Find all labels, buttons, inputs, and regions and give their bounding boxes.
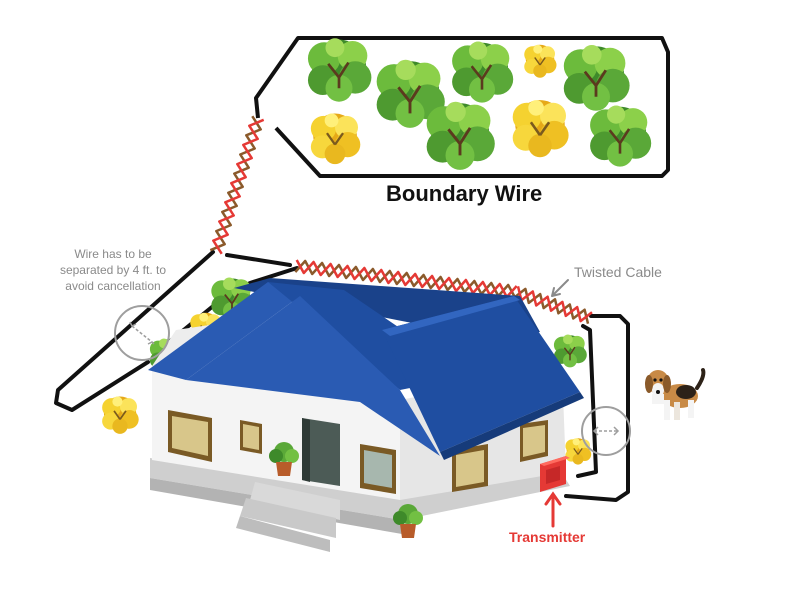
tree-icon [450,40,515,104]
tree-icon [309,112,362,166]
house-window [240,420,262,454]
potted-plant-icon [393,504,423,538]
tree-icon [588,104,653,168]
house-window [452,444,488,492]
house-roof-front [186,296,440,456]
transmitter-arrow [544,491,562,528]
twisted-cable [209,115,593,324]
tree-icon [562,43,631,113]
house-window [520,420,548,462]
tree-icon [523,44,558,79]
tree-icon [306,36,373,104]
transmitter-box-icon [540,456,570,492]
twisted-cable-strand [516,286,593,323]
twisted-cable-arrow [551,279,569,297]
house-steps [250,482,340,520]
tree-icon [425,100,497,172]
potted-plant-icon [269,442,299,476]
tree-icon [101,395,140,435]
boundary-wire-lower [225,253,292,267]
twisted-cable-strand [294,259,517,299]
separation-note-line: avoid cancellation [65,279,161,293]
twisted-cable-strand [209,115,262,252]
house-roof-left [148,282,300,380]
twisted-cable-strand [295,259,518,299]
twisted-cable-label: Twisted Cable [574,264,662,280]
separation-note-line: Wire has to be [74,247,152,261]
twisted-cable-strand [513,287,590,324]
house-window [168,410,212,462]
house-roof-right [382,296,580,452]
separation-note-line: separated by 4 ft. to [59,263,167,277]
house [148,278,584,552]
boundary-wire-title: Boundary Wire [386,181,543,206]
house-foundation [150,458,570,520]
separation-indicator [114,305,170,361]
boundary-wire [254,36,670,178]
separation-note: Wire has to be separated by 4 ft. to avo… [28,246,198,294]
house-door [302,418,340,486]
tree-icon [511,98,570,159]
separation-indicator [581,406,631,456]
twisted-cable-strand [212,118,265,255]
tree-icon [564,437,592,466]
house-window [360,444,396,494]
transmitter-label: Transmitter [509,529,586,545]
dog-icon [645,368,706,420]
